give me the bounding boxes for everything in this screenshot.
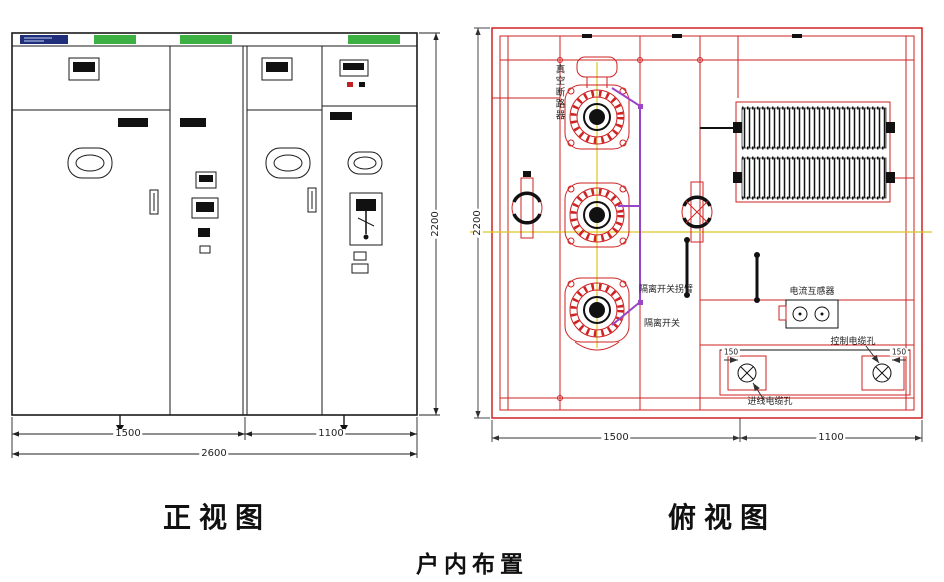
right-column-hardware <box>347 151 383 274</box>
top-view-caption: 俯视图 <box>667 501 777 534</box>
resistor-banks <box>700 101 914 203</box>
left-door-hardware <box>67 147 159 215</box>
busbar-link <box>611 87 643 326</box>
left-switch-operator <box>511 171 543 239</box>
front-dim-height: 2200 <box>430 209 441 239</box>
middle-column-devices <box>191 171 219 254</box>
centerlines <box>470 62 932 348</box>
instrument-display-right-door <box>261 57 293 81</box>
current-transformer-box <box>778 299 839 329</box>
disconnector-label: 隔离开关 <box>643 318 681 329</box>
layout-caption: 户内布置 <box>416 552 528 578</box>
phase-bushing-top <box>564 56 630 150</box>
instrument-display-left <box>68 57 100 81</box>
front-dim-left-bay: 1500 <box>113 428 143 439</box>
panel-dividers <box>12 46 417 415</box>
top-view-drawing <box>470 27 932 442</box>
plan-dim-right-bay: 1100 <box>816 432 846 443</box>
front-view-caption: 正视图 <box>162 501 272 534</box>
front-view-drawing <box>11 32 440 458</box>
frame-hinge-plates <box>582 34 802 38</box>
top-strips <box>20 35 400 44</box>
plan-dim-hole-right: 150 <box>889 347 909 357</box>
plan-dim-left-bay: 1500 <box>601 432 631 443</box>
cable-holes-zone <box>719 345 911 401</box>
middle-switch-operator <box>681 181 713 243</box>
current-transformer-label: 电流互感器 <box>789 286 835 297</box>
vacuum-breaker-label: 真空断路器 <box>553 64 565 122</box>
plan-dim-depth: 2200 <box>472 208 483 238</box>
control-cable-hole-label: 控制电缆孔 <box>830 336 876 347</box>
nameplates <box>118 112 352 127</box>
disconnector-arm-label: 隔离开关拐臂 <box>638 284 694 295</box>
phase-bushing-middle <box>564 182 630 248</box>
feet <box>116 415 348 432</box>
plan-dimension-lines <box>474 27 923 442</box>
front-dim-right-bay: 1100 <box>316 428 346 439</box>
phase-bushing-bottom <box>564 277 630 351</box>
plan-dim-hole-left: 150 <box>721 347 741 357</box>
cabinet-outline <box>11 32 418 416</box>
right-door-hardware <box>265 147 317 213</box>
incoming-cable-hole-label: 进线电缆孔 <box>747 396 793 407</box>
front-dim-total: 2600 <box>199 448 229 459</box>
instrument-display-right-column <box>339 59 369 87</box>
link-bars <box>684 237 760 303</box>
